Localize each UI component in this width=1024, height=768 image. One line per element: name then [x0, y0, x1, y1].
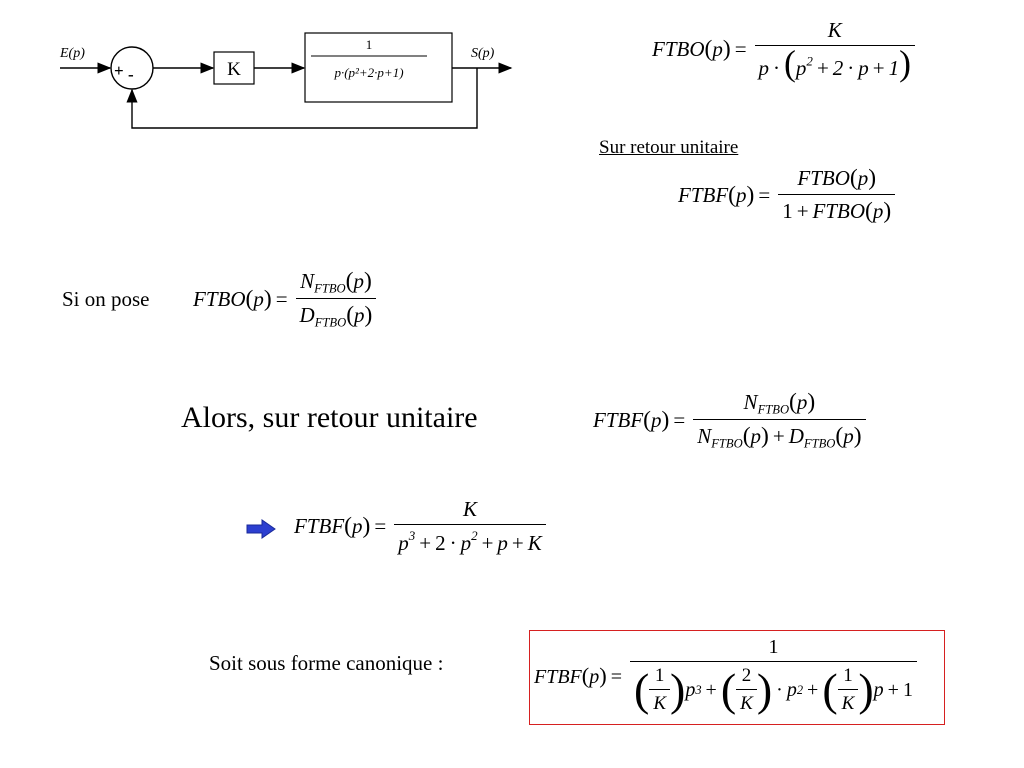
ftbo-equation: FTBO(p)= K p·(p2+2·p+1) [652, 18, 916, 81]
gain-label: K [227, 59, 241, 80]
sum-plus-sign: + [114, 61, 124, 80]
si-on-pose-label: Si on pose [62, 287, 150, 311]
alors-heading: Alors, sur retour unitaire [181, 401, 478, 434]
ftbo-denominator: p·(p2+2·p+1) [754, 45, 916, 81]
plant-denominator: p·(p²+2·p+1) [333, 65, 403, 80]
feedback-path [126, 68, 478, 129]
ftbf-polynomial-fraction: K p3+2·p2+p+K [394, 497, 546, 556]
input-label: E(p) [59, 46, 85, 61]
ftbf-nd-fraction: NFTBO(p) NFTBO(p)+DFTBO(p) [693, 389, 866, 452]
canonical-form-label: Soit sous forme canonique : [209, 651, 444, 675]
ftbf-polynomial-equation: FTBF(p)= K p3+2·p2+p+K [294, 497, 546, 556]
block-diagram: + - K 1 p·(p²+2·p+1) E(p) S(p) [59, 32, 513, 129]
ftbf-feedback-equation: FTBF(p)= FTBO(p) 1+FTBO(p) [678, 165, 896, 225]
ftbf-feedback-fraction: FTBO(p) 1+FTBO(p) [778, 165, 896, 225]
ftbo-decomposition-fraction: NFTBO(p) DFTBO(p) [295, 268, 377, 331]
output-label: S(p) [471, 46, 495, 61]
plant-numerator: 1 [366, 37, 373, 52]
ftbf-nd-equation: FTBF(p)= NFTBO(p) NFTBO(p)+DFTBO(p) [593, 389, 866, 452]
canonical-equation-box [529, 630, 945, 725]
arrow-right-icon [246, 519, 276, 539]
ftbo-fraction: K p·(p2+2·p+1) [754, 18, 916, 81]
ftbo-numerator: K [827, 18, 842, 42]
arrow-right-shape [246, 519, 276, 539]
ftbo-decomposition-equation: FTBO(p)= NFTBO(p) DFTBO(p) [193, 268, 377, 331]
sur-retour-heading: Sur retour unitaire [599, 137, 739, 158]
sum-minus-sign: - [128, 65, 134, 84]
